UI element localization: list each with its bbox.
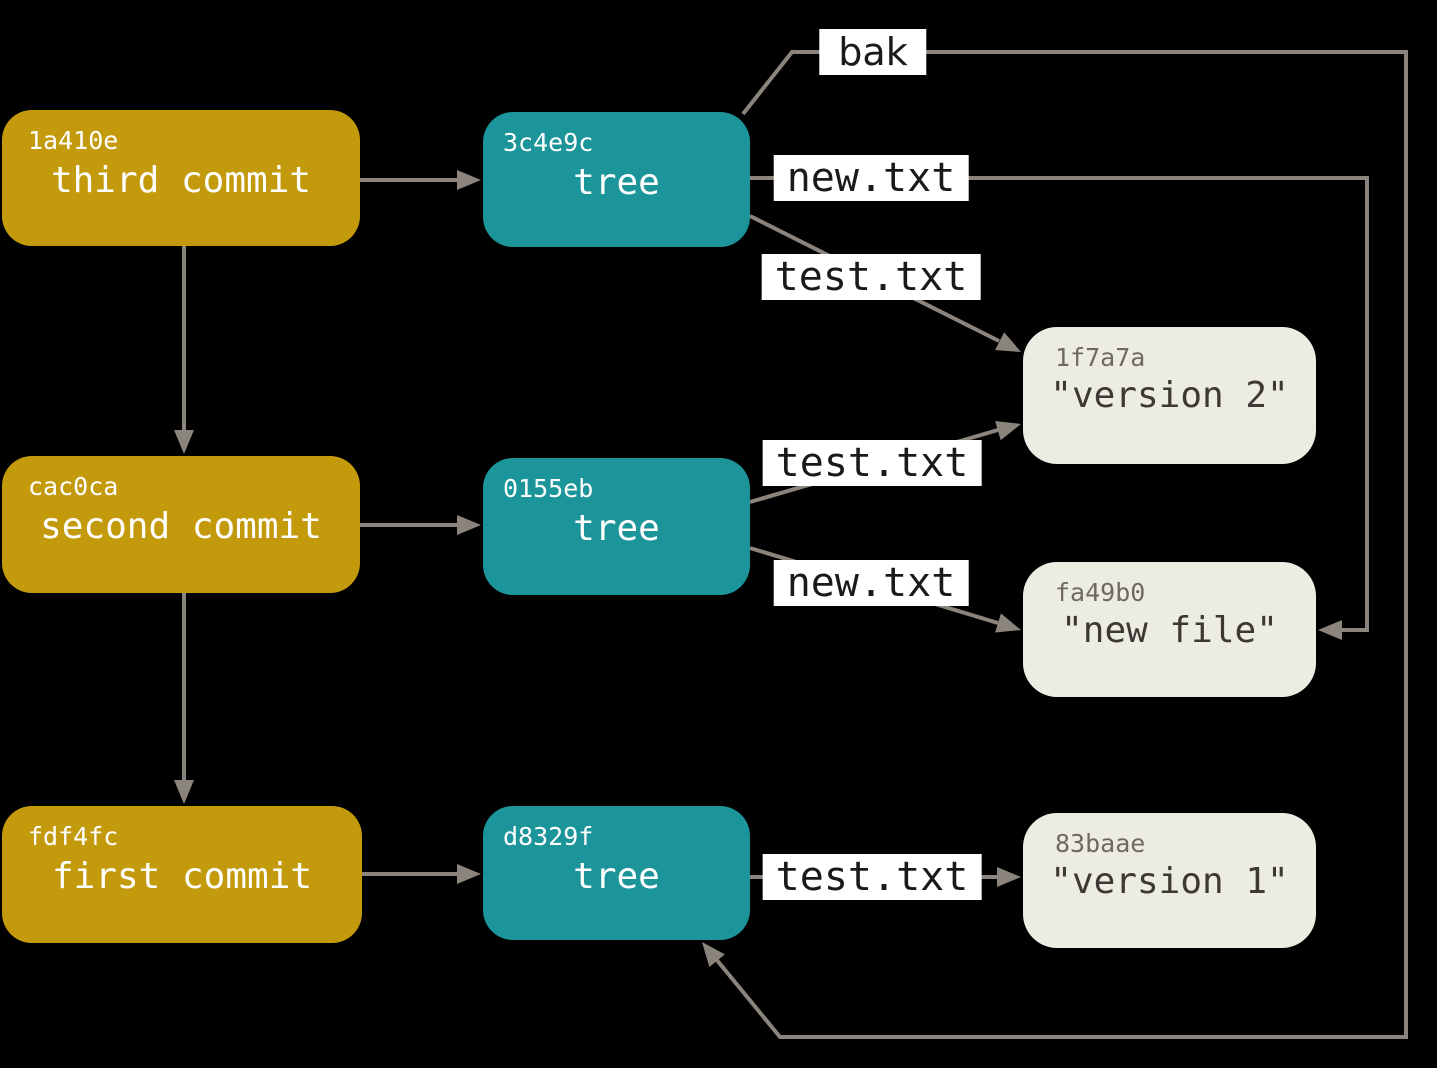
tree-label: tree [573, 508, 660, 549]
blob-label: "new file" [1061, 610, 1278, 651]
edge-label-new-txt-top: new.txt [773, 155, 969, 201]
tree-node-d8329f: d8329f tree [483, 806, 750, 940]
tree-hash: 0155eb [503, 474, 594, 503]
commit-node-second: cac0ca second commit [2, 456, 360, 593]
tree-node-0155eb: 0155eb tree [483, 458, 750, 595]
edge-commit-second-to-tree [360, 515, 481, 535]
edge-label-bak: bak [819, 29, 927, 75]
commit-hash: 1a410e [28, 126, 119, 155]
blob-hash: fa49b0 [1055, 578, 1146, 607]
edge-commit-third-to-tree [360, 170, 481, 190]
edge-commit-third-to-second [174, 246, 194, 454]
edge-commit-second-to-first [174, 593, 194, 804]
edge-commit-first-to-tree [362, 864, 481, 884]
edge-label-test-txt-top: test.txt [761, 254, 981, 300]
blob-hash: 83baae [1055, 829, 1146, 858]
commit-hash: cac0ca [28, 472, 119, 501]
edge-label-new-txt-mid: new.txt [773, 560, 969, 606]
edge-label-test-txt-mid: test.txt [762, 440, 982, 486]
commit-node-third: 1a410e third commit [2, 110, 360, 246]
blob-node-version2: 1f7a7a "version 2" [1023, 327, 1316, 464]
tree-node-3c4e9c: 3c4e9c tree [483, 112, 750, 247]
blob-hash: 1f7a7a [1055, 343, 1146, 372]
tree-label: tree [573, 162, 660, 203]
blob-node-version1: 83baae "version 1" [1023, 813, 1316, 948]
commit-label: first commit [51, 856, 313, 897]
commit-label: third commit [50, 160, 312, 201]
edge-bak-loop [702, 50, 1408, 1039]
commit-node-first: fdf4fc first commit [2, 806, 362, 943]
tree-hash: 3c4e9c [503, 128, 594, 157]
blob-label: "version 1" [1050, 861, 1289, 902]
tree-label: tree [573, 856, 660, 897]
tree-hash: d8329f [503, 822, 594, 851]
blob-label: "version 2" [1050, 375, 1289, 416]
edge-label-test-txt-bottom: test.txt [762, 854, 982, 900]
commit-hash: fdf4fc [28, 822, 119, 851]
blob-node-newfile: fa49b0 "new file" [1023, 562, 1316, 697]
commit-label: second commit [40, 506, 322, 547]
edge-newtxt-top-to-newfile [750, 176, 1369, 640]
